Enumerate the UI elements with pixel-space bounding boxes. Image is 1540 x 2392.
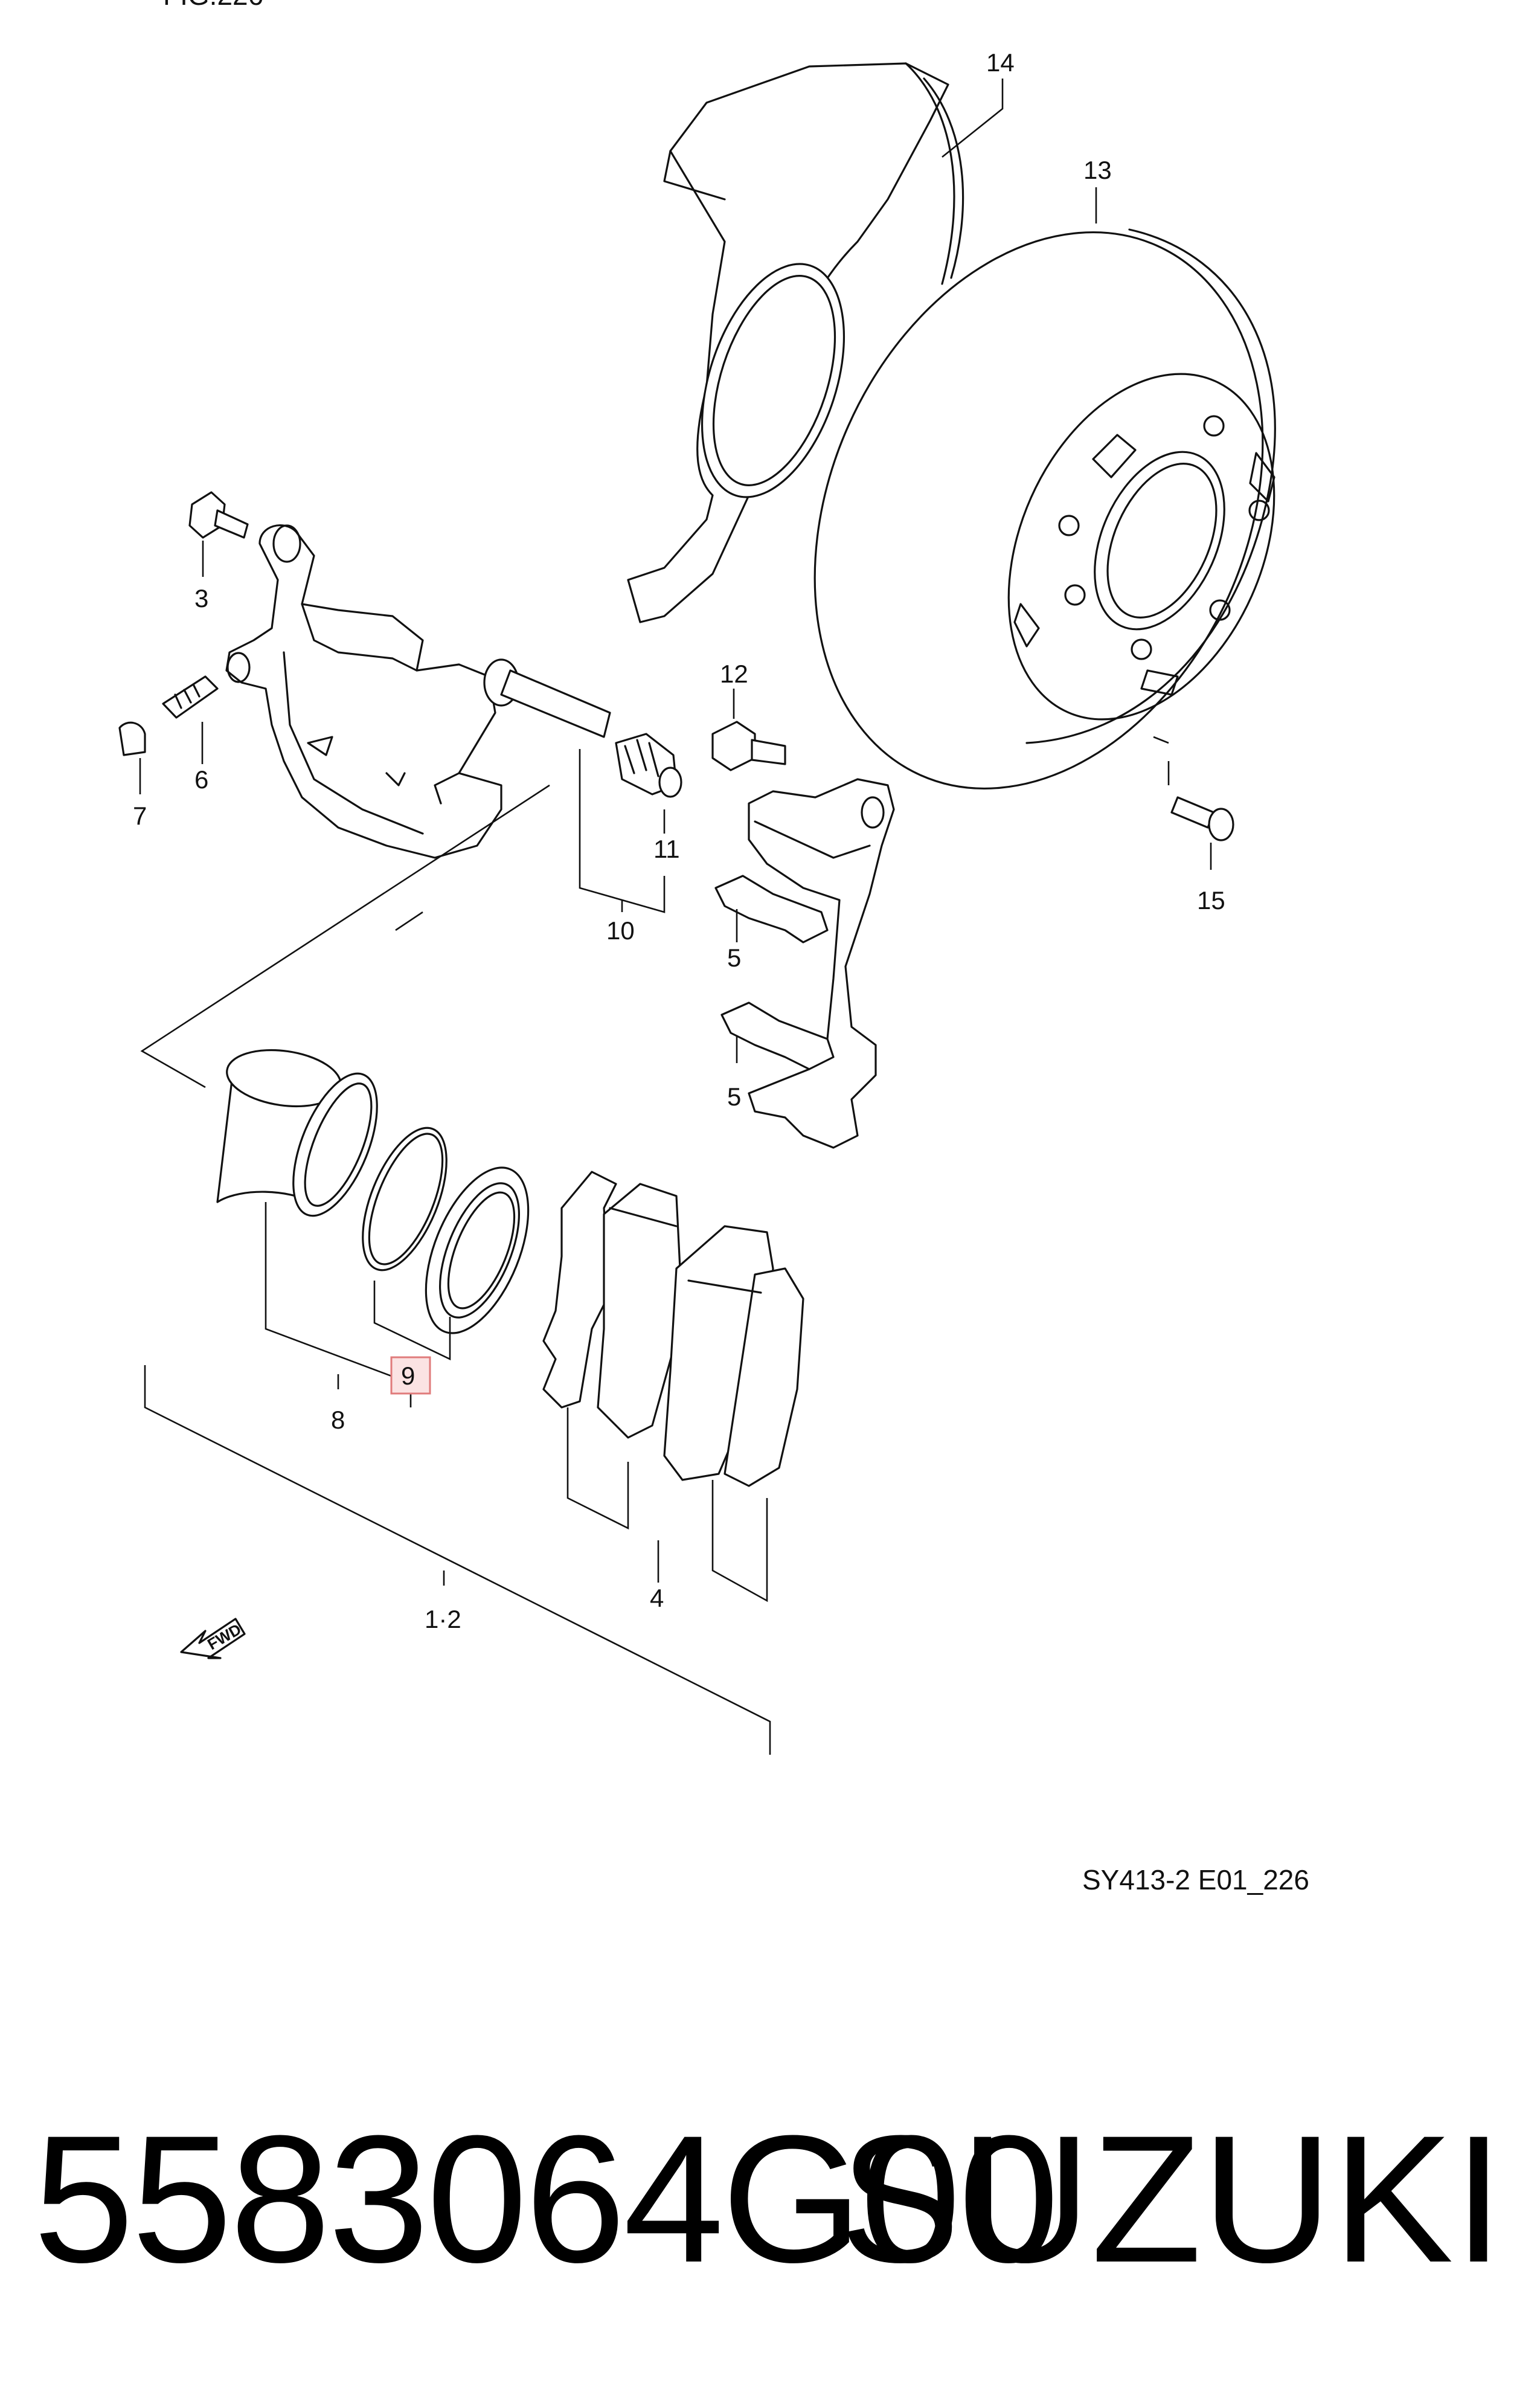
- callout-5-lower: 5: [727, 1082, 741, 1111]
- pin-boot-part: [615, 733, 682, 798]
- callout-10: 10: [606, 916, 635, 945]
- figure-header-fragment: FIG.226: [163, 0, 263, 11]
- bolt-part-12: [711, 721, 786, 771]
- callout-9-highlight: [390, 1356, 431, 1395]
- callout-1-2: 1·2: [425, 1605, 461, 1633]
- caliper-bracket-part: [748, 778, 895, 1149]
- caliper-body-part: [225, 524, 502, 859]
- callout-9: 9: [401, 1362, 415, 1390]
- disc-screw-part: [1170, 796, 1234, 841]
- callout-14: 14: [986, 48, 1015, 77]
- callout-4: 4: [650, 1584, 664, 1612]
- exploded-brake-diagram: FIG.226 14 13 3: [118, 0, 1309, 1895]
- callout-11: 11: [653, 835, 680, 863]
- callout-7: 7: [133, 802, 147, 830]
- callout-13: 13: [1083, 156, 1112, 184]
- diagram-reference-code: SY413-2 E01_226: [1082, 1864, 1309, 1895]
- brake-pad-outer: [663, 1225, 804, 1487]
- brake-disc-part: [813, 228, 1276, 790]
- callout-15: 15: [1197, 886, 1225, 915]
- bleeder-cap-part: [118, 721, 146, 756]
- bolt-part-3: [188, 491, 249, 539]
- part-number: 5583064G00: [33, 2097, 1059, 2300]
- dust-shield-part: [627, 62, 964, 623]
- guide-pin-part: [483, 658, 611, 738]
- bleeder-screw-part: [162, 675, 219, 719]
- piston-part: [216, 1049, 378, 1217]
- callout-12: 12: [720, 660, 748, 688]
- forward-direction-icon: FWD: [180, 1618, 246, 1659]
- callout-8: 8: [331, 1406, 345, 1434]
- callout-3: 3: [194, 584, 208, 612]
- callout-6: 6: [194, 765, 208, 794]
- brake-pad-inner: [542, 1171, 684, 1439]
- piston-seal-part: [362, 1127, 448, 1272]
- brand-name: SUZUKI: [839, 2097, 1504, 2300]
- piston-boot-part: [425, 1166, 530, 1334]
- caption-strip: [0, 1990, 1540, 2392]
- pad-clip-lower: [720, 1001, 835, 1070]
- parts-diagram: FIG.226 14 13 3: [118, 0, 1309, 1895]
- callout-5-upper: 5: [727, 944, 741, 972]
